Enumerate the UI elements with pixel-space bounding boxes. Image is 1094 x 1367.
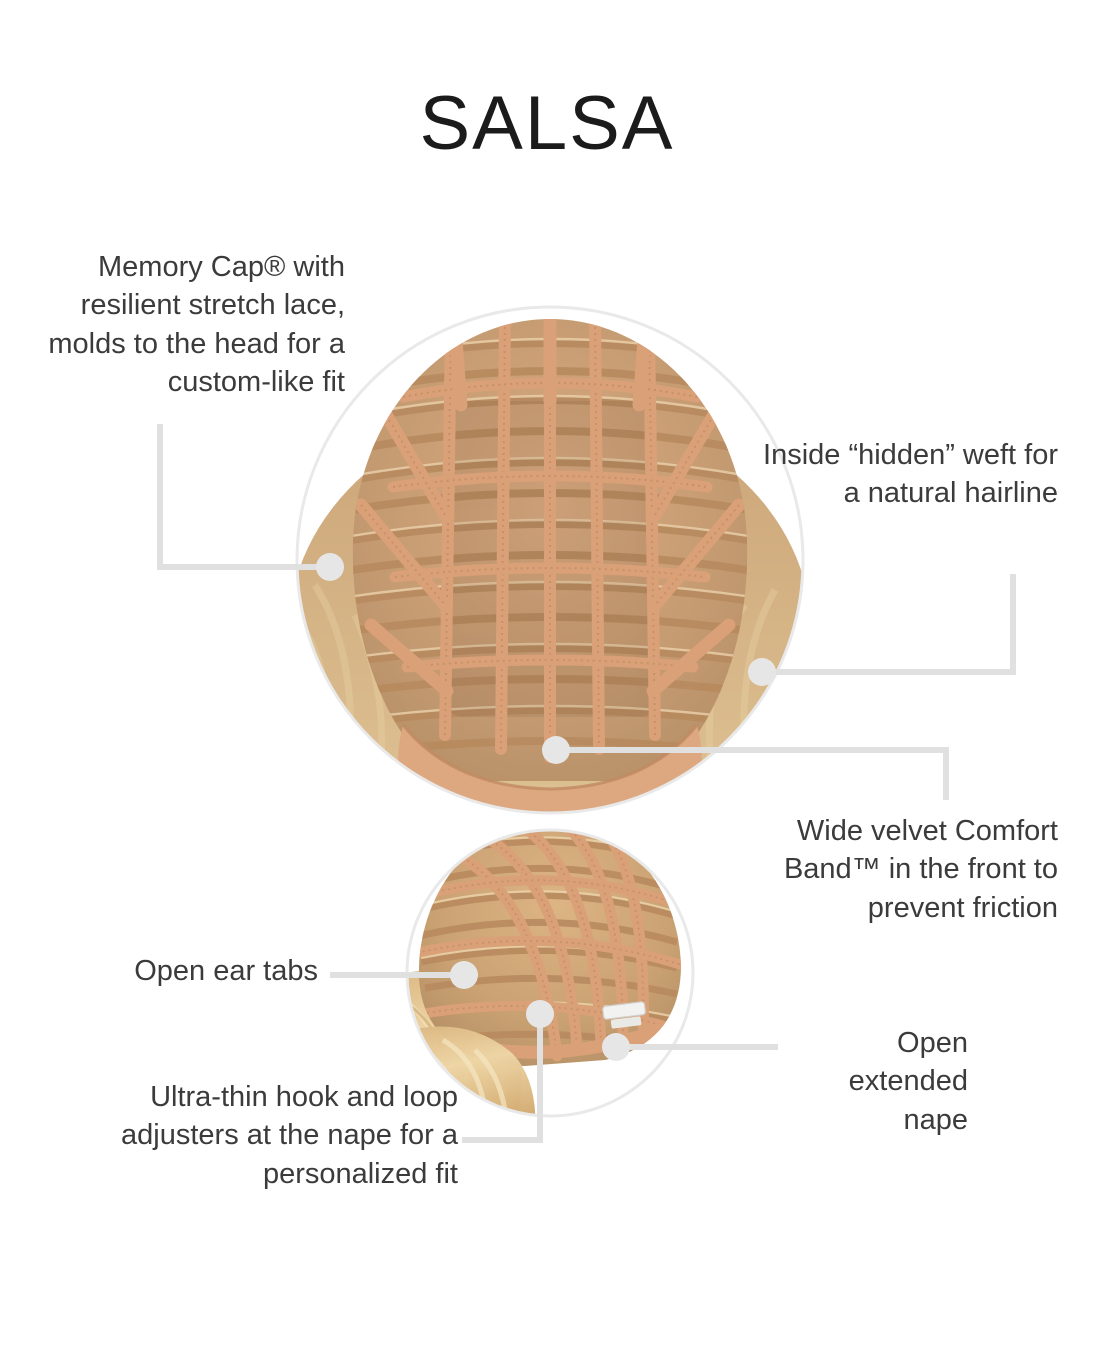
callout-open-ear-tabs: Open ear tabs bbox=[134, 955, 318, 987]
hook-loop-adjuster bbox=[602, 1001, 646, 1029]
callout-memory-cap: Memory Cap® with resilient stretch lace,… bbox=[48, 251, 345, 398]
callout-hidden-weft: Inside “hidden” weft for a natural hairl… bbox=[763, 439, 1058, 510]
callout-hook-and-loop-adjusters: Ultra-thin hook and loop adjusters at th… bbox=[121, 1081, 458, 1190]
wig-cap-interior-image bbox=[295, 305, 805, 815]
page-title: SALSA bbox=[419, 81, 675, 166]
wig-cap-nape-image bbox=[405, 828, 695, 1118]
callout-comfort-band: Wide velvet Comfort Band™ in the front t… bbox=[783, 815, 1058, 924]
callout-open-extended-nape: Open extended nape bbox=[848, 1027, 968, 1136]
